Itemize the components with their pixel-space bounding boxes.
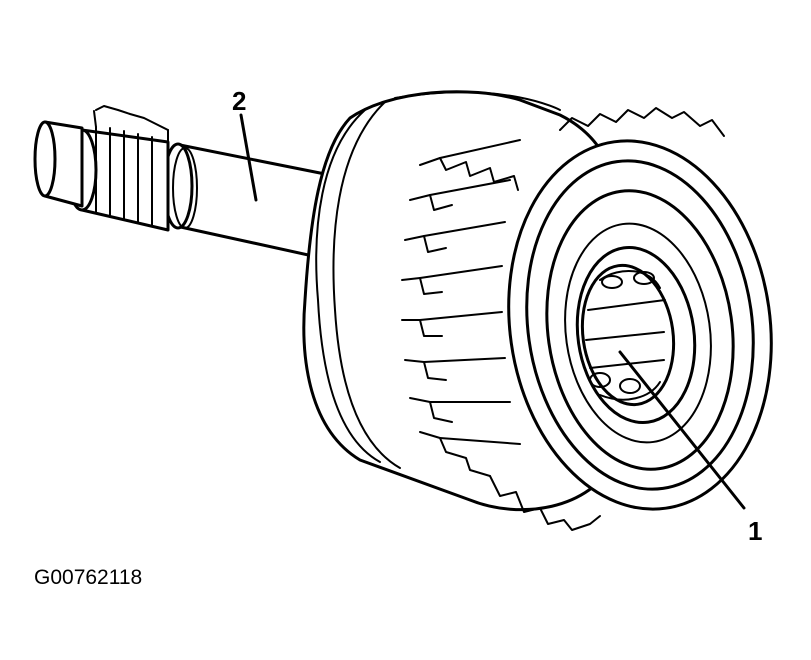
figure-id: G00762118 — [34, 566, 142, 589]
callout-label-1: 1 — [748, 516, 762, 546]
shaft — [33, 105, 332, 260]
gear-teeth — [401, 107, 725, 531]
leader-line-2 — [239, 113, 258, 202]
leader-line-1 — [618, 350, 746, 510]
inner-splined-bore — [580, 263, 676, 407]
callout-label-2: 2 — [232, 86, 246, 116]
leader-lines — [239, 113, 746, 510]
